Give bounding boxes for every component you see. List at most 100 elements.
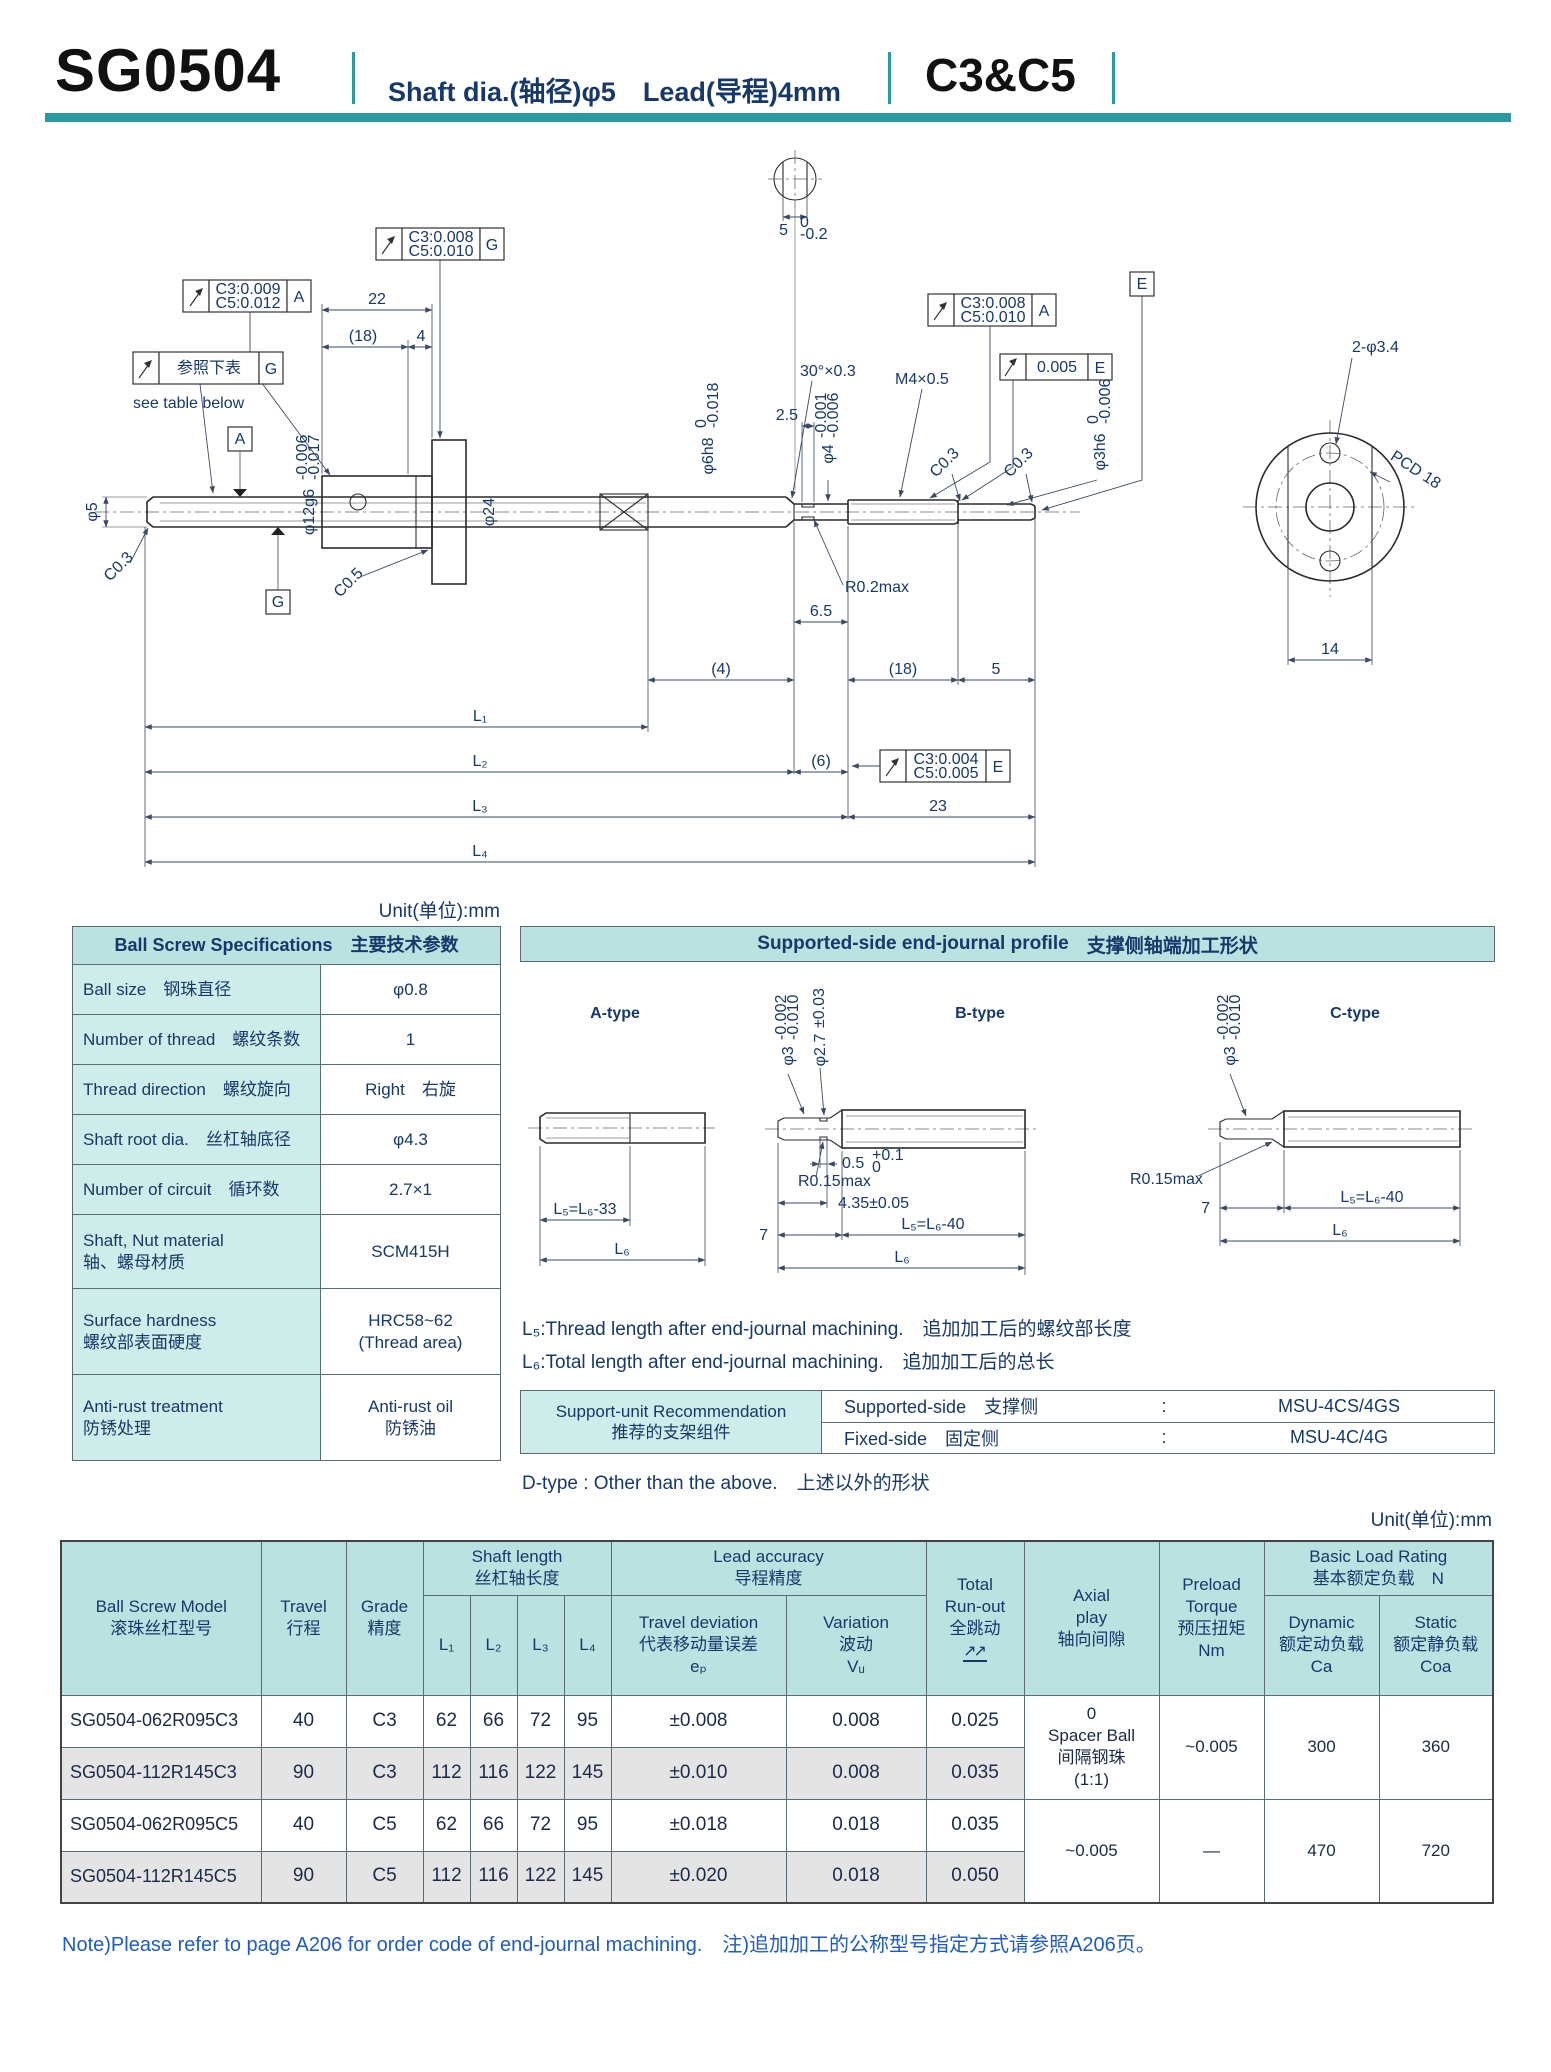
dim-dia6h8-label: φ6h8 0 -0.018: [693, 383, 722, 475]
td-l1: 62: [422, 1798, 471, 1852]
col-header-lead-accuracy: Lead accuracy 导程精度: [610, 1540, 927, 1596]
svg-text:-0.001: -0.001: [813, 393, 830, 438]
header-divider: [888, 52, 891, 104]
col-header-l2: L₂: [469, 1594, 518, 1696]
svg-text:-0.002: -0.002: [773, 995, 790, 1040]
td-l2: 116: [469, 1746, 518, 1800]
support-unit-row: Supported-side 支撑侧 : MSU-4CS/4GS: [822, 1391, 1494, 1422]
td-l1: 112: [422, 1850, 471, 1904]
fcf-datum: A: [294, 289, 305, 306]
td-variation: 0.018: [785, 1850, 927, 1904]
datum-a: A: [227, 426, 253, 497]
dim-l4-label: L₄: [472, 843, 487, 860]
chamfer-c03-left-label: C0.3: [101, 549, 137, 585]
spec-label: Shaft root dia. 丝杠轴底径: [72, 1114, 321, 1165]
col-header-axial-play: Axial play 轴向间隙: [1023, 1540, 1160, 1696]
pcd-label: PCD 18: [1387, 448, 1443, 493]
spec-table: Ball Screw Specifications 主要技术参数 Ball si…: [72, 926, 501, 1461]
a-type-label: A-type: [590, 1005, 640, 1022]
dim-dia24-label: φ24: [481, 498, 498, 526]
spec-value: Right 右旋: [320, 1064, 501, 1115]
nut-return-detail: [349, 493, 367, 511]
b-type-7-label: 7: [759, 1227, 768, 1244]
support-unit-table: Support-unit Recommendation 推荐的支架组件 Supp…: [520, 1390, 1495, 1454]
td-deviation: ±0.020: [610, 1850, 787, 1904]
fcf-runout-a-right: C3:0.008 C5:0.010 A: [927, 293, 1057, 499]
td-l4: 145: [563, 1746, 612, 1800]
dim-6-5-label: 6.5: [810, 603, 832, 620]
dimension-nut-length: 22 (18) 4: [321, 291, 433, 474]
b-type-l5-label: L₅=L₆-40: [901, 1216, 964, 1233]
circular-runout-icon: [381, 236, 395, 255]
col-header-grade: Grade 精度: [345, 1540, 424, 1696]
center-bore: [1305, 482, 1355, 532]
fcf-datum: G: [486, 237, 498, 254]
unit-label-2: Unit(单位):mm: [1370, 1510, 1492, 1531]
spec-label: Number of circuit 循环数: [72, 1164, 321, 1215]
colon: :: [1161, 1395, 1167, 1416]
dim-dia4-label: φ4 -0.001 -0.006: [813, 393, 842, 464]
td-model: SG0504-062R095C5: [60, 1798, 262, 1852]
fcf-value: C5:0.010: [961, 309, 1026, 326]
fcf-datum: E: [993, 759, 1004, 776]
td-dynamic-c5: 470: [1263, 1798, 1380, 1904]
td-l2: 66: [469, 1694, 518, 1748]
fcf-value: 0.005: [1037, 359, 1077, 376]
td-model: SG0504-112R145C5: [60, 1850, 262, 1904]
circular-runout-icon: [138, 360, 152, 379]
col-header-shaft-length: Shaft length 丝杠轴长度: [422, 1540, 612, 1596]
fcf-datum: G: [265, 361, 277, 378]
td-runout: 0.050: [925, 1850, 1025, 1904]
dim-flats-tol-upper: 0: [800, 214, 809, 231]
table-row: SG0504-062R095C5 40 C5 62 66 72 95 ±0.01…: [60, 1798, 1494, 1904]
dim-4-bottom-label: (4): [711, 661, 731, 678]
a-type-drawing: A-type L₅=L₆-33 L₆: [528, 1005, 715, 1266]
c-type-label: C-type: [1330, 1005, 1380, 1022]
spec-title-en: Ball Screw Specifications: [114, 935, 333, 956]
spec-label: Surface hardness 螺纹部表面硬度: [72, 1288, 321, 1375]
support-unit-row-value: MSU-4C/4G: [1289, 1427, 1388, 1448]
td-variation: 0.018: [785, 1798, 927, 1852]
col-header-l1: L₁: [422, 1594, 471, 1696]
circular-runout-icon: [1004, 358, 1017, 377]
col-header-preload: Preload Torque 预压扭矩 Nm: [1158, 1540, 1265, 1696]
col-header-dynamic: Dynamic 额定动负载 Ca: [1263, 1594, 1380, 1696]
svg-text:-0.010: -0.010: [785, 995, 802, 1040]
svg-text:φ4: φ4: [820, 444, 837, 463]
spec-label: Shaft, Nut material 轴、螺母材质: [72, 1214, 321, 1289]
spec-value: 1: [320, 1014, 501, 1065]
chamfer-30deg-label: 30°×0.3: [800, 363, 856, 380]
td-l4: 145: [563, 1850, 612, 1904]
svg-text:±0.03: ±0.03: [811, 988, 828, 1028]
c-type-dia3-label: φ3 -0.002 -0.010: [1215, 995, 1244, 1066]
b-type-dia27-label: φ2.7 ±0.03: [811, 988, 829, 1066]
bolt-hole: [1319, 550, 1341, 572]
page-title: SG0504: [55, 37, 282, 104]
td-l3: 122: [516, 1746, 565, 1800]
c-type-l6-label: L₆: [1332, 1222, 1347, 1239]
svg-text:φ3: φ3: [780, 1046, 797, 1065]
td-static-c3: 360: [1378, 1694, 1494, 1800]
c-type-r015-label: R0.15max: [1130, 1171, 1203, 1188]
svg-text:-0.017: -0.017: [306, 435, 323, 480]
td-l3: 72: [516, 1694, 565, 1748]
circular-runout-icon: [933, 302, 947, 321]
spec-value: φ4.3: [320, 1114, 501, 1165]
svg-text:-0.018: -0.018: [705, 383, 722, 428]
svg-text:0: 0: [693, 419, 710, 428]
svg-text:φ2.7: φ2.7: [812, 1034, 829, 1067]
svg-text:-0.006: -0.006: [294, 435, 311, 480]
b-type-label: B-type: [955, 1005, 1005, 1022]
support-unit-row: Fixed-side 固定侧 : MSU-4C/4G: [822, 1421, 1494, 1454]
b-type-drawing: B-type φ3 -0.002 -0.010 φ2.7 ±0.03 R0.15…: [759, 988, 1040, 1275]
shaft-outline: [146, 439, 1036, 585]
c-type-drawing: C-type φ3 -0.002 -0.010 R0.15max 7 L₅=L₆…: [1130, 995, 1472, 1246]
l5-note: L₅:Thread length after end-journal machi…: [522, 1319, 1132, 1340]
chamfer-c03-right1-label: C0.3: [927, 445, 963, 481]
dim-l2-label: L₂: [472, 753, 487, 770]
